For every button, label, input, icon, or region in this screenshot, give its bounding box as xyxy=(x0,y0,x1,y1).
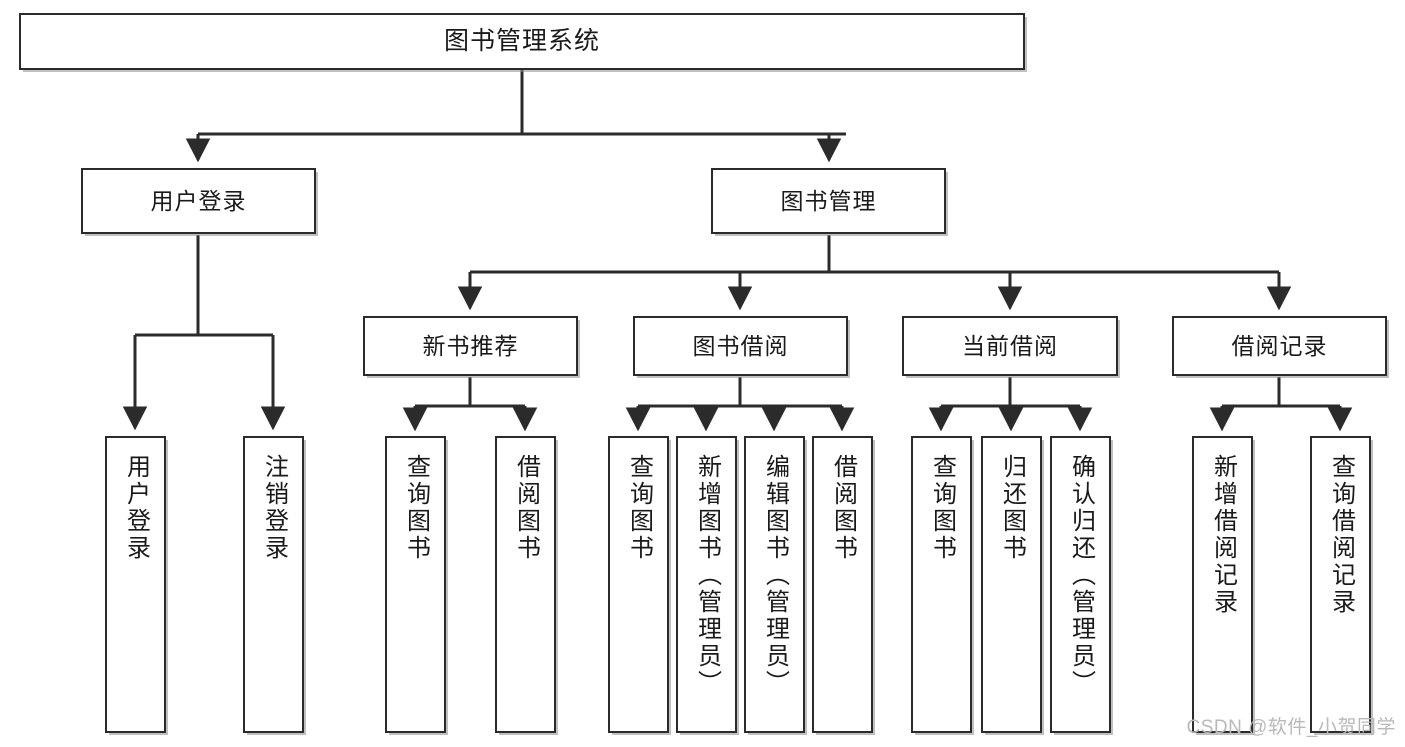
leaf-current-confirm-return-admin[interactable]: 确认归还（管理员） xyxy=(1050,436,1111,733)
node-label: 确认归还（管理员） xyxy=(1067,454,1095,697)
node-label: 图书借阅 xyxy=(692,332,789,359)
leaf-record-add-borrow-record[interactable]: 新增借阅记录 xyxy=(1192,436,1253,733)
node-borrow-record[interactable]: 借阅记录 xyxy=(1172,316,1387,376)
node-label: 查询借阅记录 xyxy=(1327,454,1355,616)
leaf-borrow-query-book[interactable]: 查询图书 xyxy=(608,436,669,733)
node-label: 新增借阅记录 xyxy=(1209,454,1237,616)
node-book-management[interactable]: 图书管理 xyxy=(711,168,946,234)
leaf-recommend-query-book[interactable]: 查询图书 xyxy=(385,436,446,733)
leaf-record-query-borrow-record[interactable]: 查询借阅记录 xyxy=(1310,436,1371,733)
leaf-borrow-borrow-book[interactable]: 借阅图书 xyxy=(812,436,873,733)
node-label: 用户登录 xyxy=(122,454,150,562)
node-label: 归还图书 xyxy=(998,454,1026,562)
node-label: 查询图书 xyxy=(402,454,430,562)
leaf-borrow-edit-book-admin[interactable]: 编辑图书（管理员） xyxy=(744,436,805,733)
node-label: 当前借阅 xyxy=(962,332,1058,359)
node-book-borrow[interactable]: 图书借阅 xyxy=(633,316,848,376)
node-user-login[interactable]: 用户登录 xyxy=(81,168,316,234)
node-label: 查询图书 xyxy=(625,454,653,562)
node-label: 借阅记录 xyxy=(1231,332,1328,359)
leaf-current-query-book[interactable]: 查询图书 xyxy=(911,436,972,733)
node-label: 借阅图书 xyxy=(829,454,857,562)
leaf-recommend-borrow-book[interactable]: 借阅图书 xyxy=(495,436,556,733)
leaf-user-login[interactable]: 用户登录 xyxy=(105,436,166,733)
leaf-current-return-book[interactable]: 归还图书 xyxy=(981,436,1042,733)
node-current-borrow[interactable]: 当前借阅 xyxy=(902,316,1118,376)
leaf-logout[interactable]: 注销登录 xyxy=(243,436,304,733)
node-label: 用户登录 xyxy=(150,187,247,214)
node-label: 新书推荐 xyxy=(422,332,519,359)
node-label: 查询图书 xyxy=(928,454,956,562)
node-label: 新增图书（管理员） xyxy=(693,454,721,697)
node-label: 借阅图书 xyxy=(512,454,540,562)
node-new-book-recommend[interactable]: 新书推荐 xyxy=(363,316,578,376)
node-label: 图书管理 xyxy=(780,187,877,214)
leaf-borrow-add-book-admin[interactable]: 新增图书（管理员） xyxy=(676,436,737,733)
node-label: 编辑图书（管理员） xyxy=(761,454,789,697)
node-root-book-management-system[interactable]: 图书管理系统 xyxy=(19,13,1025,70)
watermark-text: CSDN @软件_小贺同学 xyxy=(1186,717,1396,738)
node-label: 注销登录 xyxy=(260,454,288,562)
node-label: 图书管理系统 xyxy=(443,27,600,56)
